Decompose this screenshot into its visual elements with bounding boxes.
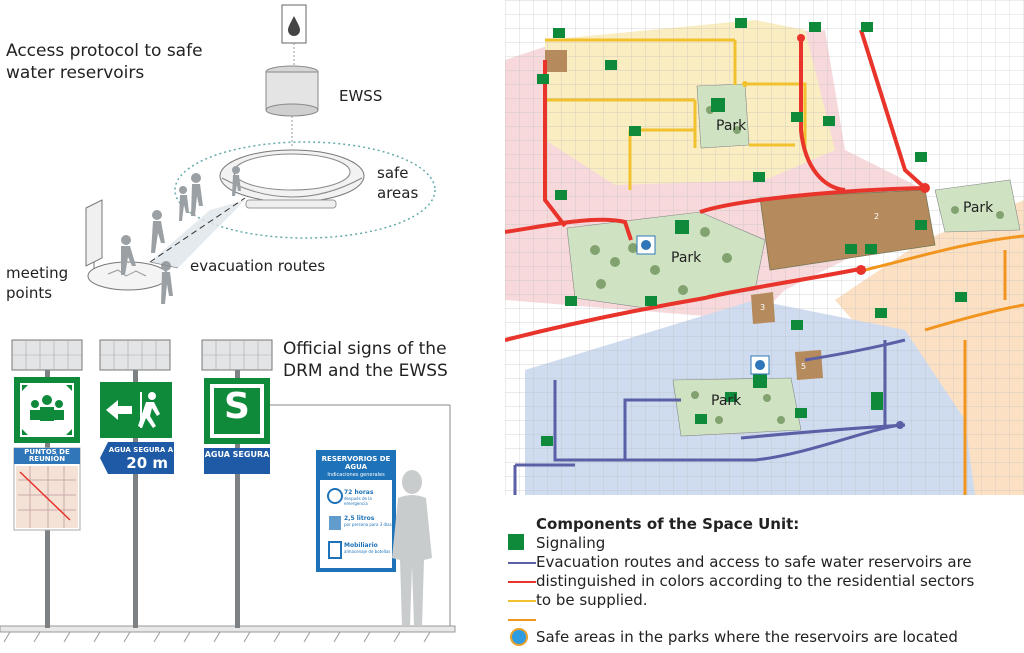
meeting-points-text: PUNTOS DE REUNIÓN bbox=[24, 448, 70, 463]
legend-line-blue bbox=[508, 562, 536, 564]
safe-areas-label: safe areas bbox=[377, 164, 419, 202]
arrow-sign-line1: AGUA SEGURA A bbox=[108, 446, 174, 454]
signal-icons bbox=[537, 18, 967, 446]
reservoir-icons bbox=[636, 235, 770, 375]
building-number-5: 5 bbox=[801, 362, 807, 371]
legend-line1: Evacuation routes and access to safe wat… bbox=[536, 553, 972, 571]
space-unit-map bbox=[505, 0, 1024, 495]
board-subtitle: Indicaciones generales bbox=[327, 472, 385, 478]
arrow-sign-line2: 20 m bbox=[126, 454, 168, 472]
board-item3: Mobiliario almacenaje de botellas bbox=[344, 542, 391, 555]
diagram-title: Access protocol to safe water reservoirs bbox=[6, 41, 203, 83]
board-item2: 2,5 litros por persona para 3 días bbox=[344, 515, 392, 528]
legend-line-yellow bbox=[508, 600, 536, 602]
park-label-main: Park bbox=[671, 250, 702, 266]
person-silhouette bbox=[392, 470, 432, 626]
evacuation-routes-label: evacuation routes bbox=[190, 257, 326, 275]
signs-title: Official signs of the DRM and the EWSS bbox=[283, 339, 448, 381]
arrow-plaque bbox=[100, 442, 174, 474]
legend-signaling: Signaling bbox=[536, 534, 606, 552]
legend-line3: to be supplied. bbox=[536, 591, 648, 609]
official-signs-illustration bbox=[0, 339, 456, 643]
board-title: RESERVORIOS DE AGUA bbox=[321, 455, 391, 471]
ewss-label: EWSS bbox=[339, 87, 383, 105]
access-protocol-illustration bbox=[85, 4, 436, 304]
meeting-points-label: meeting points bbox=[6, 264, 69, 302]
legend-line-red bbox=[508, 581, 536, 583]
building-number-3: 3 bbox=[760, 303, 766, 312]
park-top bbox=[696, 83, 750, 149]
arrow-left-icon bbox=[106, 400, 132, 420]
legend-line-orange bbox=[508, 619, 536, 621]
s-sign-label: AGUA SEGURA bbox=[204, 450, 270, 459]
legend-line2: distinguished in colors according to the… bbox=[536, 572, 975, 590]
legend-safe-areas: Safe areas in the parks where the reserv… bbox=[536, 628, 958, 646]
park-label-right: Park bbox=[963, 200, 994, 216]
reservoir-character-icon bbox=[510, 628, 528, 646]
legend: Components of the Space Unit: Signaling … bbox=[508, 515, 1024, 653]
building-number-2: 2 bbox=[874, 212, 880, 221]
legend-title: Components of the Space Unit: bbox=[536, 515, 800, 533]
park-label-top: Park bbox=[716, 118, 747, 134]
water-drop-icon bbox=[288, 16, 300, 36]
board-item1: 72 horas después de la emergencia bbox=[344, 489, 374, 507]
s-letter: S bbox=[224, 386, 250, 427]
park-label-bottom: Park bbox=[711, 393, 742, 409]
park-right bbox=[934, 179, 1021, 233]
signaling-icon bbox=[508, 534, 524, 550]
